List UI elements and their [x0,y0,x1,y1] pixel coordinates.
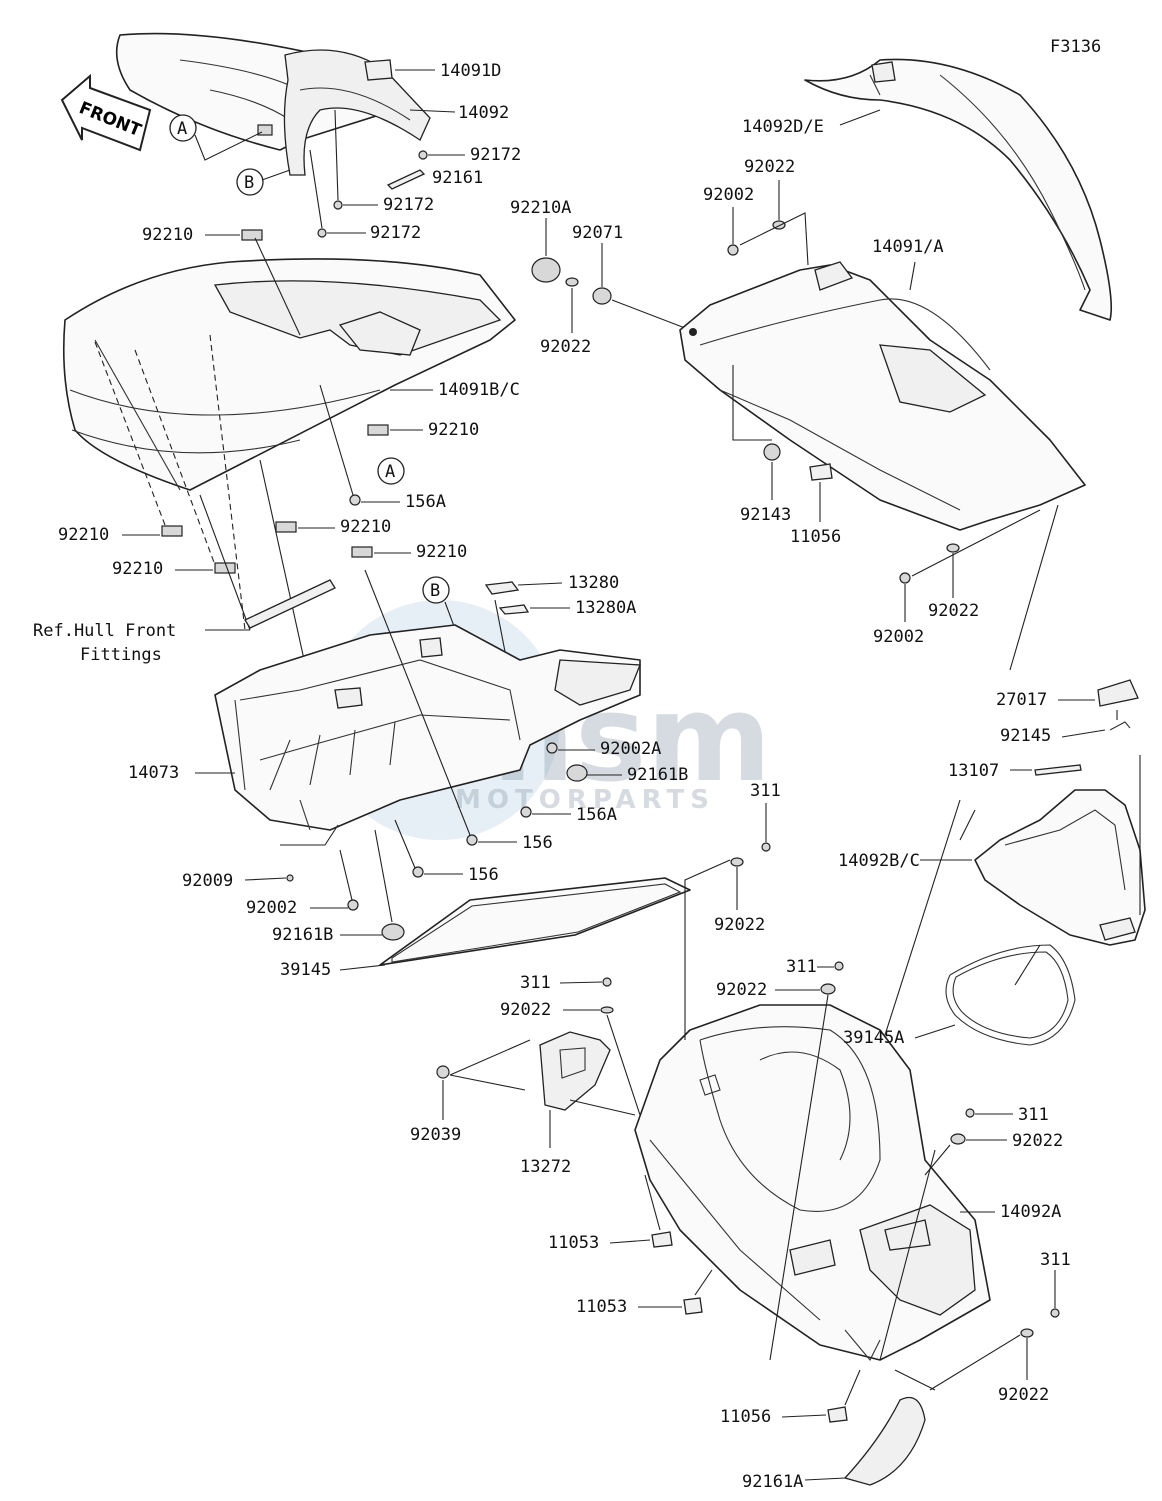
part-label: 92210 [142,225,193,245]
part-label: 92022 [540,337,591,357]
callout-b: B [244,173,254,193]
part-label: 13107 [948,761,999,781]
part-label: 27017 [996,690,1047,710]
part-label: 156A [405,492,446,512]
figure-code: F3136 [1050,37,1101,57]
part-label: 92022 [998,1385,1049,1405]
top-cover-assembly [115,32,431,176]
part-label: 11056 [720,1407,771,1427]
part-label: 11053 [548,1233,599,1253]
part-label: 311 [520,973,551,993]
callout-a-2: A [385,462,395,482]
part-label: 14092D/E [742,117,824,137]
part-label: 14092 [458,103,509,123]
part-label: 92210 [416,542,467,562]
part-label: 92172 [470,145,521,165]
part-label: 92002 [246,898,297,918]
part-label: 14091/A [872,237,944,257]
part-label: 13280A [575,598,636,618]
part-label: 311 [750,781,781,801]
hull-14092A [634,1004,991,1361]
callout-a: A [177,119,187,139]
part-label: 156 [468,865,499,885]
cover-14092DE [804,58,1112,321]
part-label: 92210 [112,559,163,579]
part-label: 92022 [1012,1131,1063,1151]
part-label: 14091D [440,61,501,81]
deck-panel-14091BC [62,258,516,491]
part-label: 92161A [742,1472,803,1492]
gasket-39145A [945,944,1076,1046]
part-label: 92022 [716,980,767,1000]
front-arrow-icon: FRONT [60,73,152,152]
part-label: 13272 [520,1157,571,1177]
part-label: 92022 [744,157,795,177]
part-label: 92022 [500,1000,551,1020]
part-label: 92210 [340,517,391,537]
part-label: 92161B [272,925,333,945]
part-label: 92172 [370,223,421,243]
ref-label-line1: Ref.Hull Front [33,621,176,641]
part-label: 92210 [428,420,479,440]
part-label: 39145A [843,1028,904,1048]
part-label: 92143 [740,505,791,525]
part-label: 92210 [58,525,109,545]
part-label: 14073 [128,763,179,783]
part-label: 311 [786,957,817,977]
part-label: 92161B [627,765,688,785]
part-label: 92039 [410,1125,461,1145]
part-label: 311 [1018,1105,1049,1125]
part-label: 92172 [383,195,434,215]
watermark-sub: MOTORPARTS [455,785,715,815]
part-label: 14092B/C [838,851,920,871]
part-label: 14092A [1000,1202,1061,1222]
part-label: 156A [576,805,617,825]
part-label: 156 [522,833,553,853]
part-label: 92210A [510,198,571,218]
ref-label-line2: Fittings [80,645,162,665]
part-label: 92022 [714,915,765,935]
part-label: 11053 [576,1297,627,1317]
part-label: 92145 [1000,726,1051,746]
part-label: 92022 [928,601,979,621]
callout-b-2: B [430,581,440,601]
part-label: 92002 [703,185,754,205]
part-label: 92071 [572,223,623,243]
gasket-39145 [379,877,691,966]
part-label: 92009 [182,871,233,891]
part-label: 13280 [568,573,619,593]
part-label: 92161 [432,168,483,188]
part-label: 92002 [873,627,924,647]
part-label: 39145 [280,960,331,980]
part-label: 14091B/C [438,380,520,400]
side-panel-14091A [679,261,1086,531]
cover-14092BC [974,789,1146,946]
part-label: 311 [1040,1250,1071,1270]
part-label: 92002A [600,739,661,759]
part-label: 11056 [790,527,841,547]
